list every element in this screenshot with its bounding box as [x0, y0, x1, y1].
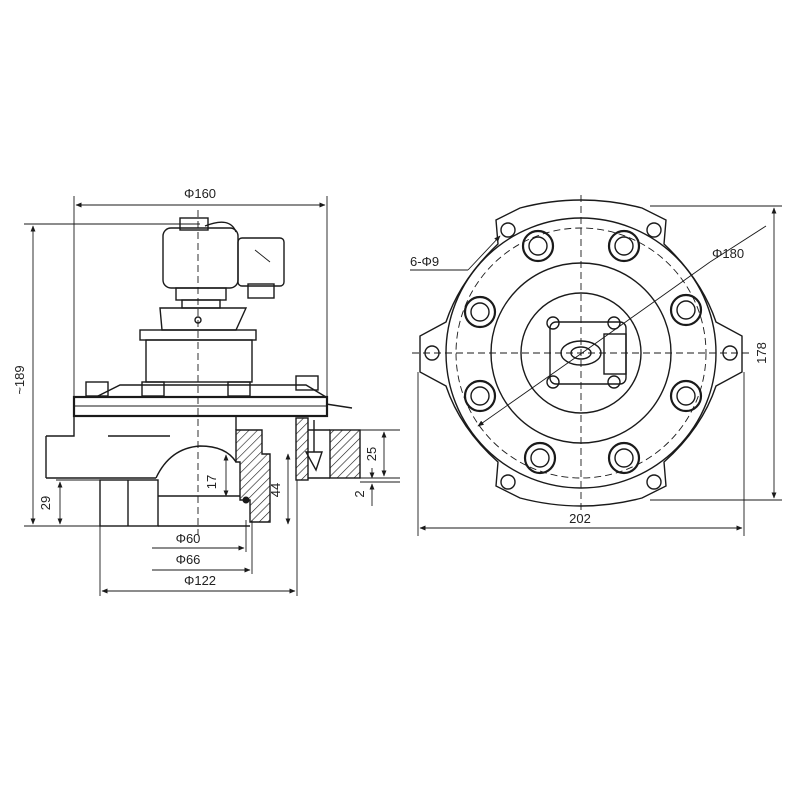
solenoid-coil: [162, 217, 285, 309]
dim-h29: 29: [38, 479, 100, 525]
dim-h17: 17: [204, 454, 229, 497]
dim-d60: Φ60: [152, 520, 247, 552]
dim-label-h189: ~189: [12, 365, 27, 394]
top-view: 6-Φ9 Φ180 178 202: [410, 195, 782, 536]
dim-d122: Φ122: [99, 480, 298, 596]
pilot-block: [139, 307, 257, 383]
dim-h189: ~189: [12, 223, 200, 527]
body-mid-circle: [490, 262, 672, 444]
dim-label-d122: Φ122: [184, 573, 216, 588]
dim-label-h29: 29: [38, 496, 53, 510]
dim-d160: Φ160: [73, 186, 328, 397]
valve-body: [45, 415, 250, 527]
body-inner-circle: [520, 292, 642, 414]
dim-label-h17: 17: [204, 475, 219, 489]
dim-h44: 44: [268, 453, 291, 525]
dim-label-w202: 202: [569, 511, 591, 526]
side-view: Φ160 ~189 29 17 44 25: [12, 186, 400, 596]
flange-outline: [419, 199, 743, 507]
dim-label-d180: Φ180: [712, 246, 744, 261]
dim-label-d60: Φ60: [176, 531, 201, 546]
dim-label-h44: 44: [268, 483, 283, 497]
dim-label-h178: 178: [754, 342, 769, 364]
cover-bolts: [463, 229, 703, 475]
pcd-circle: [455, 227, 707, 479]
leader-holes: 6-Φ9: [410, 235, 501, 271]
dim-label-h2: 2: [352, 490, 367, 497]
pilot-top: [546, 316, 627, 389]
body-outer-circle: [445, 217, 717, 489]
leader-d180: Φ180: [477, 225, 767, 427]
dim-w202: 202: [417, 372, 745, 536]
mounting-holes: [424, 222, 738, 490]
dim-d66: Φ66: [152, 520, 253, 574]
dim-label-holes: 6-Φ9: [410, 254, 439, 269]
dim-label-d66: Φ66: [176, 552, 201, 567]
section-hatching: [235, 417, 361, 523]
dim-label-d160: Φ160: [184, 186, 216, 201]
dim-h178: 178: [650, 205, 782, 501]
dim-h2: 2: [352, 468, 400, 506]
dim-label-h25: 25: [364, 447, 379, 461]
dim-h25: 25: [360, 429, 400, 479]
